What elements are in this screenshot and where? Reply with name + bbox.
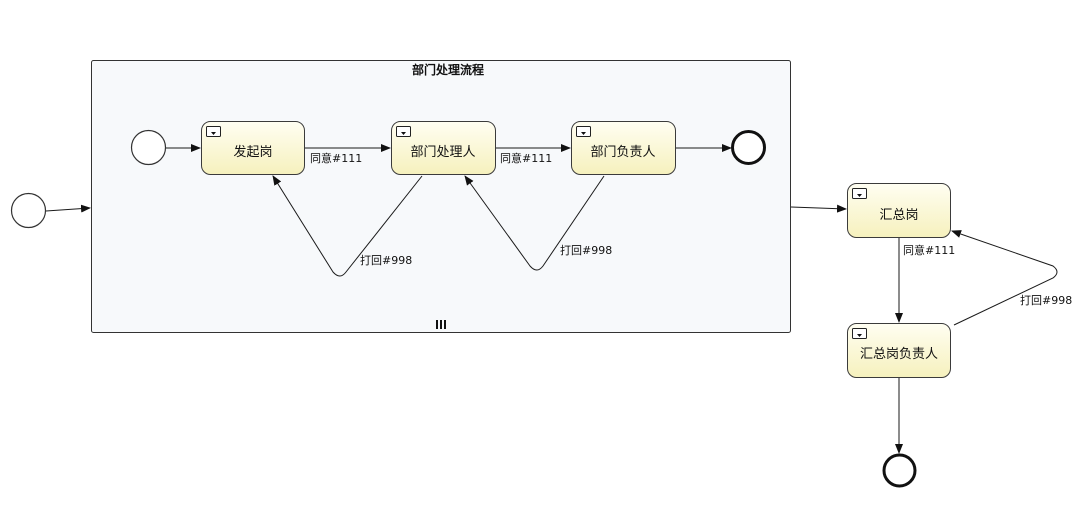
task-dept-handler-box bbox=[391, 121, 496, 175]
subprocess-title: 部门处理流程 bbox=[412, 62, 484, 77]
flow-subprocess-to-summary[interactable] bbox=[790, 204, 847, 213]
flow-label-reject-2: 打回#998 bbox=[560, 243, 612, 257]
task-summary-box bbox=[847, 183, 951, 238]
task-dept-handler-label: 部门处理人 bbox=[410, 145, 475, 160]
task-summary-leader-label: 汇总岗负责人 bbox=[860, 347, 938, 362]
flow-reject-summary-leader-to-summary[interactable] bbox=[951, 230, 1058, 326]
task-dept-leader-label: 部门负责人 bbox=[590, 145, 655, 160]
inner-start-event[interactable] bbox=[130, 129, 167, 166]
task-summary-label: 汇总岗 bbox=[879, 208, 918, 223]
task-dept-handler[interactable]: 部门处理人 bbox=[391, 121, 496, 175]
task-dept-leader[interactable]: 部门负责人 bbox=[571, 121, 676, 175]
outer-end-event[interactable] bbox=[882, 453, 917, 488]
task-summary-leader-box bbox=[847, 323, 951, 378]
subprocess-border bbox=[91, 60, 791, 333]
flow-start-to-subprocess[interactable] bbox=[45, 204, 91, 213]
user-task-icon bbox=[206, 126, 221, 137]
task-summary[interactable]: 汇总岗 bbox=[847, 183, 951, 238]
task-dept-leader-box bbox=[571, 121, 676, 175]
outer-start-event[interactable] bbox=[10, 192, 47, 229]
inner-end-event[interactable] bbox=[731, 130, 766, 165]
task-initiate-label: 发起岗 bbox=[233, 144, 272, 160]
user-task-icon bbox=[852, 328, 867, 339]
user-task-icon bbox=[576, 126, 591, 137]
subprocess-dept-flow[interactable]: 部门处理流程 bbox=[91, 60, 791, 333]
flow-label-reject-3: 打回#998 bbox=[1020, 293, 1072, 307]
parallel-multi-instance-icon bbox=[436, 320, 446, 329]
task-initiate[interactable]: 发起岗 bbox=[201, 121, 305, 175]
flow-reject-dept-leader-to-dept-handler[interactable] bbox=[464, 175, 605, 271]
user-task-icon bbox=[396, 126, 411, 137]
flow-label-agree-1: 同意#111 bbox=[310, 151, 362, 165]
flow-reject-dept-handler-to-initiate[interactable] bbox=[272, 175, 423, 277]
flow-label-reject-1: 打回#998 bbox=[360, 253, 412, 267]
task-initiate-box bbox=[201, 121, 305, 175]
user-task-icon bbox=[852, 188, 867, 199]
flow-label-agree-3: 同意#111 bbox=[903, 243, 955, 257]
task-summary-leader[interactable]: 汇总岗负责人 bbox=[847, 323, 951, 378]
flow-label-agree-2: 同意#111 bbox=[500, 151, 552, 165]
